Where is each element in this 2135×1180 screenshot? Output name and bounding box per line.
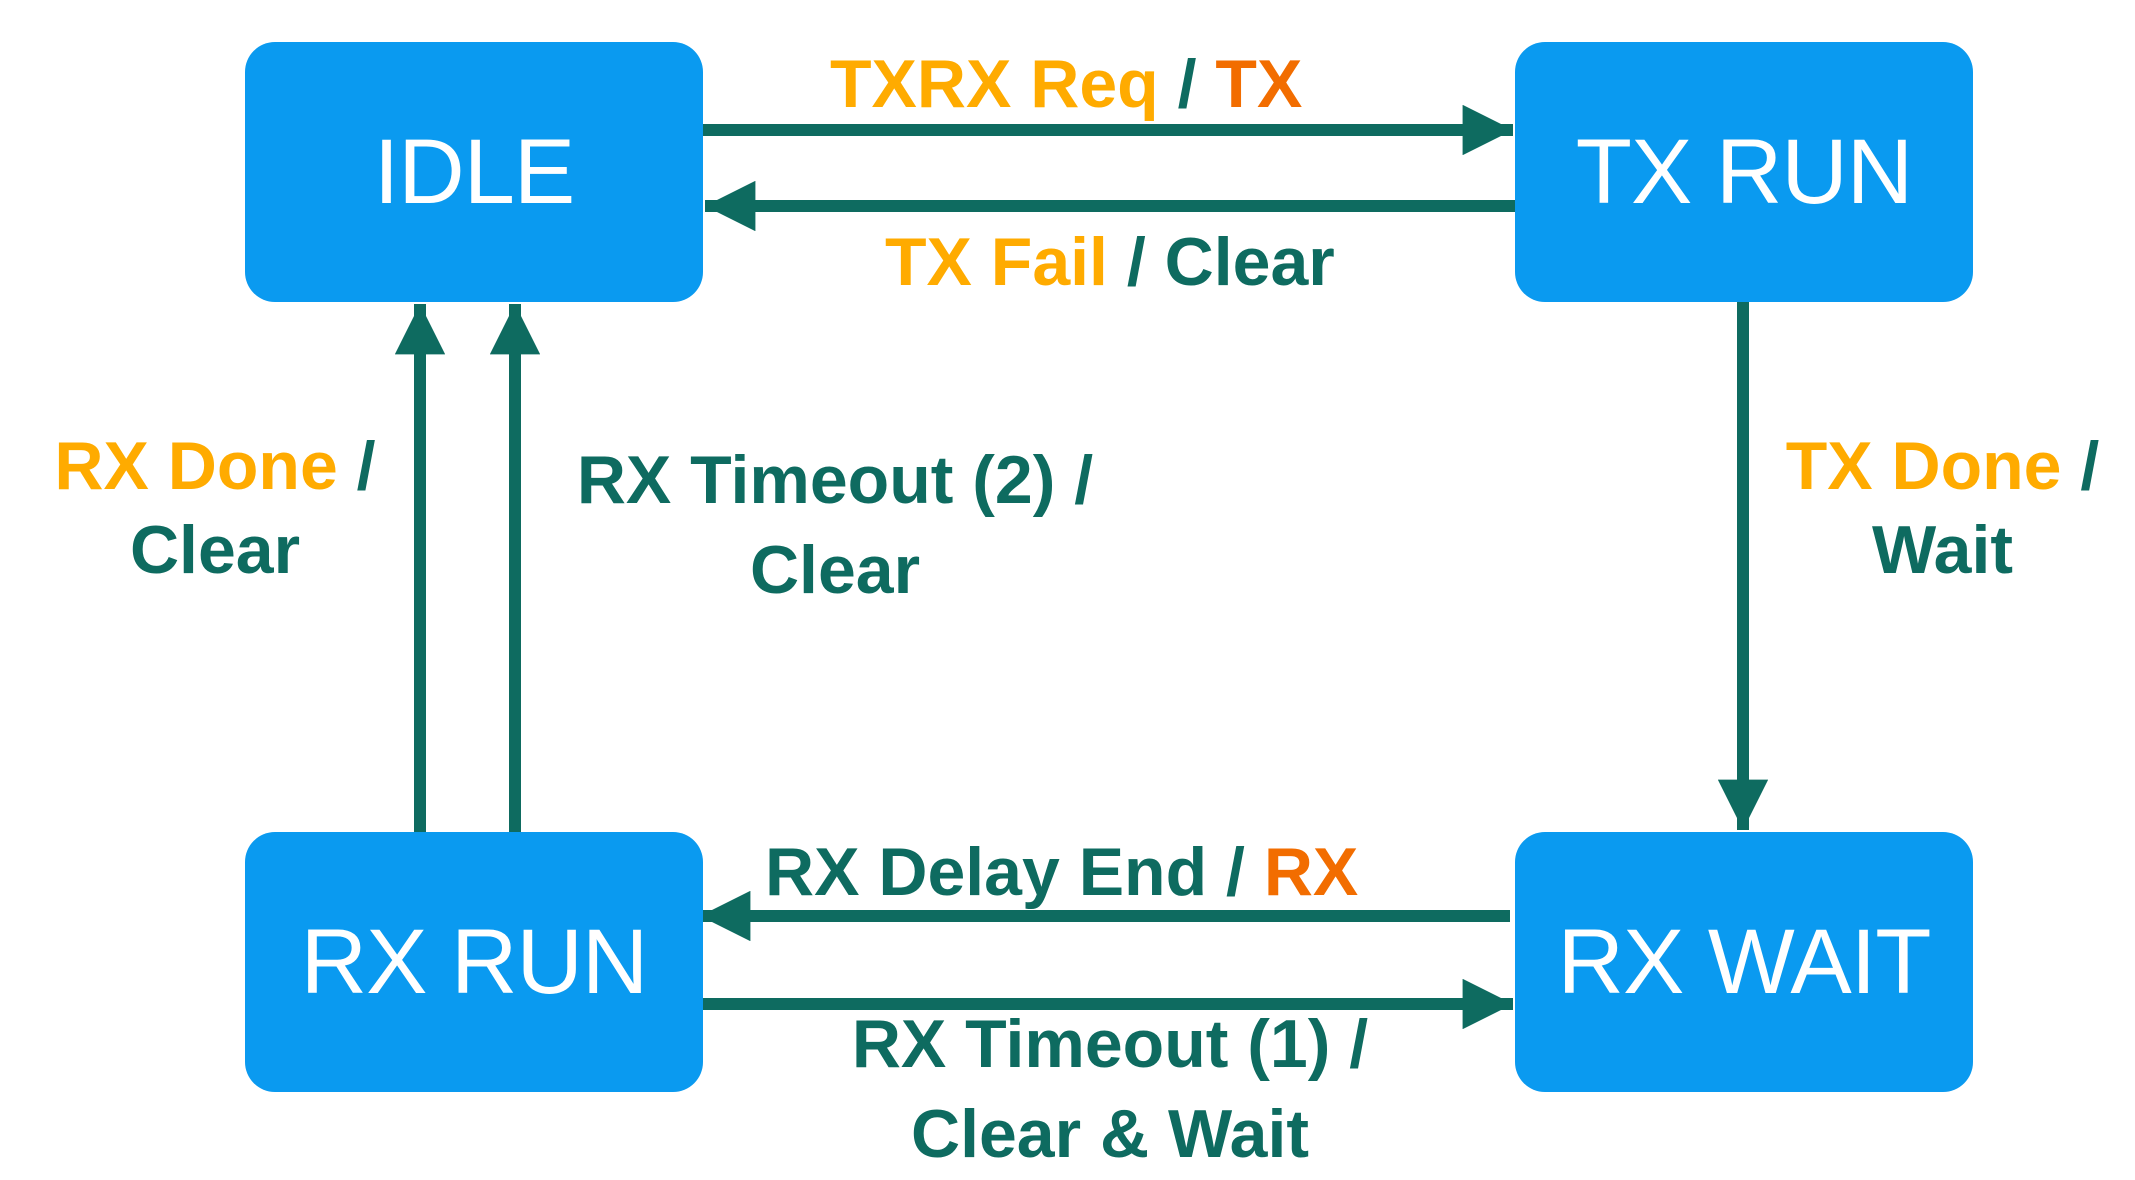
event-txrx-req: TXRX Req [830,46,1159,122]
label-clear-and-wait: Clear & Wait [910,1096,1309,1172]
label-txrun-to-idle: TX Fail / Clear [885,228,1335,296]
action-tx: TX [1215,46,1303,122]
event-rx-delay-end: RX Delay End [765,834,1208,910]
state-tx-run-label: TX RUN [1575,120,1913,223]
state-rx-wait: RX WAIT [1515,832,1973,1092]
action-clear: Clear [129,512,301,588]
separator: / [1207,834,1264,910]
action-clear: Clear [1164,224,1335,300]
label-rxrun-to-idle-done: RX Done / Clear [20,432,410,584]
state-rx-run: RX RUN [245,832,703,1092]
label-rx-timeout-2: RX Timeout (2) / [576,442,1094,518]
separator: / [2061,428,2100,504]
action-rx: RX [1263,834,1359,910]
label-rxrun-to-idle-timeout: RX Timeout (2) / Clear [535,446,1135,604]
label-rxrun-to-rxwait: RX Timeout (1) / Clear & Wait [780,1010,1440,1168]
separator: / [1107,224,1165,300]
state-rx-wait-label: RX WAIT [1557,910,1932,1013]
label-rx-timeout-1: RX Timeout (1) / [851,1006,1369,1082]
label-txrun-to-rxwait: TX Done / Wait [1755,432,2130,584]
event-rx-done: RX Done [54,428,338,504]
state-idle: IDLE [245,42,703,302]
state-idle-label: IDLE [373,120,576,223]
event-tx-done: TX Done [1785,428,2062,504]
label-idle-to-txrun: TXRX Req / TX [830,50,1302,118]
label-clear: Clear [749,532,921,608]
separator: / [337,428,376,504]
action-wait: Wait [1871,512,2013,588]
state-tx-run: TX RUN [1515,42,1973,302]
event-tx-fail: TX Fail [885,224,1108,300]
state-rx-run-label: RX RUN [300,910,649,1013]
separator: / [1158,46,1216,122]
label-rxwait-to-rxrun: RX Delay End / RX [765,838,1358,906]
